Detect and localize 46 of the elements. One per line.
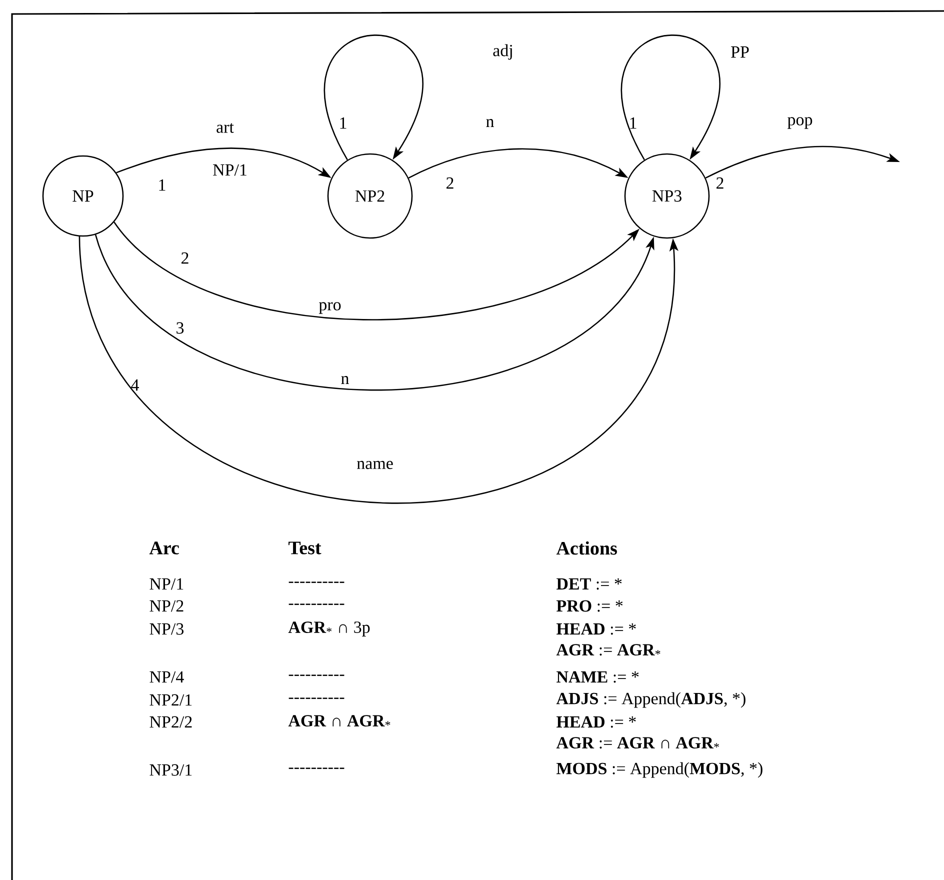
edge-label: pop xyxy=(786,116,814,130)
table-cell: NP3/1 xyxy=(150,764,192,776)
table-cell: HEAD := * xyxy=(556,623,636,635)
table-cell: PRO := * xyxy=(556,600,623,612)
edge-label: n xyxy=(340,375,350,385)
table-cell: NP/1 xyxy=(150,578,184,590)
arc-number: 1 xyxy=(340,117,346,129)
edge-label: pro xyxy=(318,301,342,315)
arc-number: 1 xyxy=(630,117,636,129)
arc-number: 2 xyxy=(182,252,188,264)
table-cell: AGR$_{*}$ ∩ 3p xyxy=(288,622,370,636)
arc-number: 2 xyxy=(716,177,724,189)
table-cell: NP/4 xyxy=(150,671,184,683)
table-cell: NP2/1 xyxy=(150,694,192,706)
arc-number: 4 xyxy=(131,379,139,391)
table-cell: DET := * xyxy=(556,578,622,590)
arc-number: 2 xyxy=(446,177,454,189)
table-cell: ---------- xyxy=(288,604,344,605)
arc-number: 3 xyxy=(176,322,184,334)
table-cell: AGR := AGR$_{*}$ xyxy=(556,644,660,656)
column-header: Test xyxy=(288,542,322,554)
arc-number: 1 xyxy=(159,179,166,191)
edge-label: n xyxy=(484,118,496,128)
edge-label: PP xyxy=(730,45,750,59)
table-cell: NP/3 xyxy=(150,623,184,635)
table-cell: ---------- xyxy=(288,768,344,769)
table-cell: ---------- xyxy=(288,698,344,699)
table-cell: NP2/2 xyxy=(150,716,192,728)
table-cell: AGR := AGR ∩ AGR$_{*}$ xyxy=(556,737,719,749)
arrow xyxy=(324,34,424,160)
table-cell: AGR ∩ AGR$_{*}$ xyxy=(288,715,390,727)
table-cell: ADJS := Append(ADJS, *) xyxy=(556,692,746,708)
table-cell: HEAD := * xyxy=(556,716,636,728)
edge-label: adj xyxy=(492,43,514,61)
table-cell: ---------- xyxy=(288,674,344,676)
column-header: Arc xyxy=(149,542,179,554)
column-header: Actions xyxy=(556,541,617,555)
arrow xyxy=(620,34,720,160)
edge-label: art xyxy=(215,122,235,134)
arrow xyxy=(94,234,654,391)
edge-label: name xyxy=(356,460,394,470)
table-cell: MODS := Append(MODS, *) xyxy=(556,762,762,778)
arc-name: NP/1 xyxy=(213,164,246,176)
table-cell: NP/2 xyxy=(150,600,184,612)
table-cell: ---------- xyxy=(288,582,344,583)
table-cell: NAME := * xyxy=(556,671,639,683)
